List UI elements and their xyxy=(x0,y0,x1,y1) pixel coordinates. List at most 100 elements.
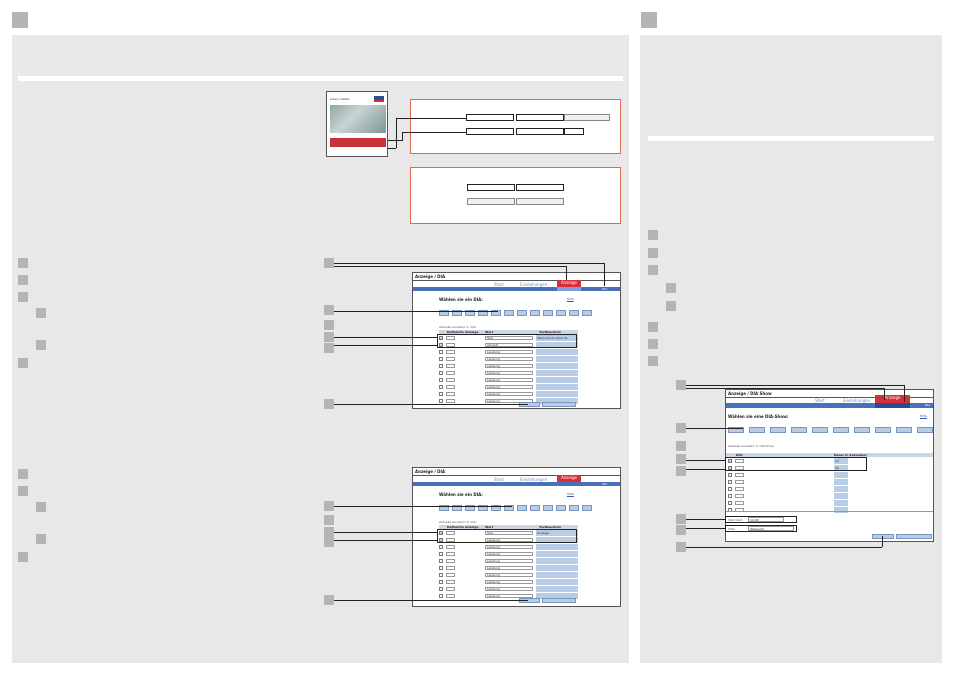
dia-select-button[interactable] xyxy=(582,310,592,316)
row-checkbox[interactable] xyxy=(728,494,732,498)
row-checkbox[interactable] xyxy=(439,594,443,598)
row-index-dropdown[interactable] xyxy=(446,545,455,549)
row-text-field[interactable] xyxy=(536,363,578,369)
dia-select-button[interactable] xyxy=(543,310,553,316)
row-index-dropdown[interactable] xyxy=(446,364,455,368)
row-index-dropdown[interactable] xyxy=(446,385,455,389)
row-value-dropdown[interactable]: Leistung xyxy=(485,392,533,396)
title-input[interactable]: Webseite xyxy=(748,526,794,531)
nav-settings[interactable]: Einstellungen xyxy=(520,477,548,482)
row-index-dropdown[interactable] xyxy=(446,552,455,556)
nav-display[interactable]: Anzeige xyxy=(875,395,910,404)
row-text-field[interactable] xyxy=(536,377,578,383)
dia-select-button[interactable] xyxy=(465,310,475,316)
row-index-dropdown[interactable] xyxy=(446,336,455,340)
row-value-dropdown[interactable]: Leistung xyxy=(485,538,533,542)
row-dia-dropdown[interactable] xyxy=(735,466,744,470)
row-dia-dropdown[interactable] xyxy=(735,480,744,484)
dia-select-button[interactable] xyxy=(833,427,849,433)
dia-select-button[interactable] xyxy=(491,310,501,316)
row-checkbox[interactable] xyxy=(439,385,443,389)
dia-select-button[interactable] xyxy=(452,505,462,511)
row-index-dropdown[interactable] xyxy=(446,371,455,375)
row-index-dropdown[interactable] xyxy=(446,350,455,354)
dia-select-button[interactable] xyxy=(504,310,514,316)
row-text-field[interactable]: Welcome to Solar Pa xyxy=(536,335,578,341)
row-value-dropdown[interactable]: Leistung xyxy=(485,594,533,598)
dia-select-button[interactable] xyxy=(478,505,488,511)
dia-select-button[interactable] xyxy=(582,505,592,511)
row-index-dropdown[interactable] xyxy=(446,587,455,591)
dia-select-button[interactable] xyxy=(728,427,744,433)
row-index-dropdown[interactable] xyxy=(446,580,455,584)
nav-display[interactable]: Anzeige xyxy=(557,280,581,287)
row-text-field[interactable] xyxy=(536,398,578,404)
dia-select-button[interactable] xyxy=(517,505,527,511)
row-text-field[interactable] xyxy=(536,586,578,592)
row-checkbox[interactable] xyxy=(439,364,443,368)
row-value-dropdown[interactable]: Text xyxy=(485,336,533,340)
dia-select-button[interactable] xyxy=(543,505,553,511)
row-checkbox[interactable] xyxy=(439,573,443,577)
row-checkbox[interactable]: ☑ xyxy=(728,466,732,470)
row-value-dropdown[interactable]: Leistung xyxy=(485,371,533,375)
row-duration-field[interactable] xyxy=(834,479,848,485)
row-duration-field[interactable]: 10 xyxy=(834,458,848,464)
row-checkbox[interactable] xyxy=(439,580,443,584)
help-link[interactable]: Hilfe xyxy=(567,492,574,496)
row-value-dropdown[interactable]: Leistung xyxy=(485,573,533,577)
dia-select-button[interactable] xyxy=(875,427,891,433)
row-checkbox[interactable] xyxy=(439,357,443,361)
row-text-field[interactable] xyxy=(536,593,578,599)
row-value-dropdown[interactable]: Leistung xyxy=(485,399,533,403)
dia-select-button[interactable] xyxy=(556,310,566,316)
row-checkbox[interactable] xyxy=(439,350,443,354)
nav-start[interactable]: Start xyxy=(815,398,825,403)
dia-select-button[interactable] xyxy=(439,310,449,316)
dia-select-button[interactable] xyxy=(749,427,765,433)
dia-select-button[interactable] xyxy=(465,505,475,511)
row-duration-field[interactable]: 30 xyxy=(834,465,848,471)
row-checkbox[interactable] xyxy=(728,473,732,477)
row-checkbox[interactable] xyxy=(728,501,732,505)
preview-button[interactable] xyxy=(542,598,576,603)
row-text-field[interactable] xyxy=(536,370,578,376)
row-text-field[interactable]: Anzeige xyxy=(536,530,578,536)
row-checkbox[interactable] xyxy=(439,566,443,570)
start-time-input[interactable]: 14:00 xyxy=(748,517,784,522)
row-dia-dropdown[interactable] xyxy=(735,473,744,477)
row-duration-field[interactable] xyxy=(834,493,848,499)
dia-select-button[interactable] xyxy=(917,427,933,433)
dia-select-button[interactable] xyxy=(530,505,540,511)
nav-start[interactable]: Start xyxy=(494,282,504,287)
row-value-dropdown[interactable]: Leistung xyxy=(485,545,533,549)
row-index-dropdown[interactable] xyxy=(446,343,455,347)
dia-select-button[interactable] xyxy=(517,310,527,316)
row-index-dropdown[interactable] xyxy=(446,566,455,570)
row-checkbox[interactable] xyxy=(439,587,443,591)
help-link[interactable]: Hilfe xyxy=(567,297,574,301)
dia-select-button[interactable] xyxy=(439,505,449,511)
subnav-dia[interactable]: DIA xyxy=(602,287,608,291)
dia-select-button[interactable] xyxy=(791,427,807,433)
row-text-field[interactable] xyxy=(536,384,578,390)
row-duration-field[interactable] xyxy=(834,507,848,513)
row-text-field[interactable] xyxy=(536,544,578,550)
row-value-dropdown[interactable]: Uhrzeit xyxy=(485,343,533,347)
row-checkbox[interactable] xyxy=(439,399,443,403)
row-checkbox[interactable]: ☑ xyxy=(439,336,443,340)
row-checkbox[interactable] xyxy=(439,378,443,382)
save-button[interactable] xyxy=(872,534,894,539)
row-dia-dropdown[interactable] xyxy=(735,501,744,505)
row-checkbox[interactable]: ☑ xyxy=(439,538,443,542)
dia-select-button[interactable] xyxy=(569,505,579,511)
row-checkbox[interactable] xyxy=(439,392,443,396)
row-text-field[interactable] xyxy=(536,579,578,585)
row-index-dropdown[interactable] xyxy=(446,378,455,382)
row-index-dropdown[interactable] xyxy=(446,357,455,361)
row-checkbox[interactable]: ☑ xyxy=(728,459,732,463)
row-text-field[interactable] xyxy=(536,551,578,557)
row-value-dropdown[interactable]: Leistung xyxy=(485,364,533,368)
dia-select-button[interactable] xyxy=(896,427,912,433)
row-text-field[interactable] xyxy=(536,558,578,564)
